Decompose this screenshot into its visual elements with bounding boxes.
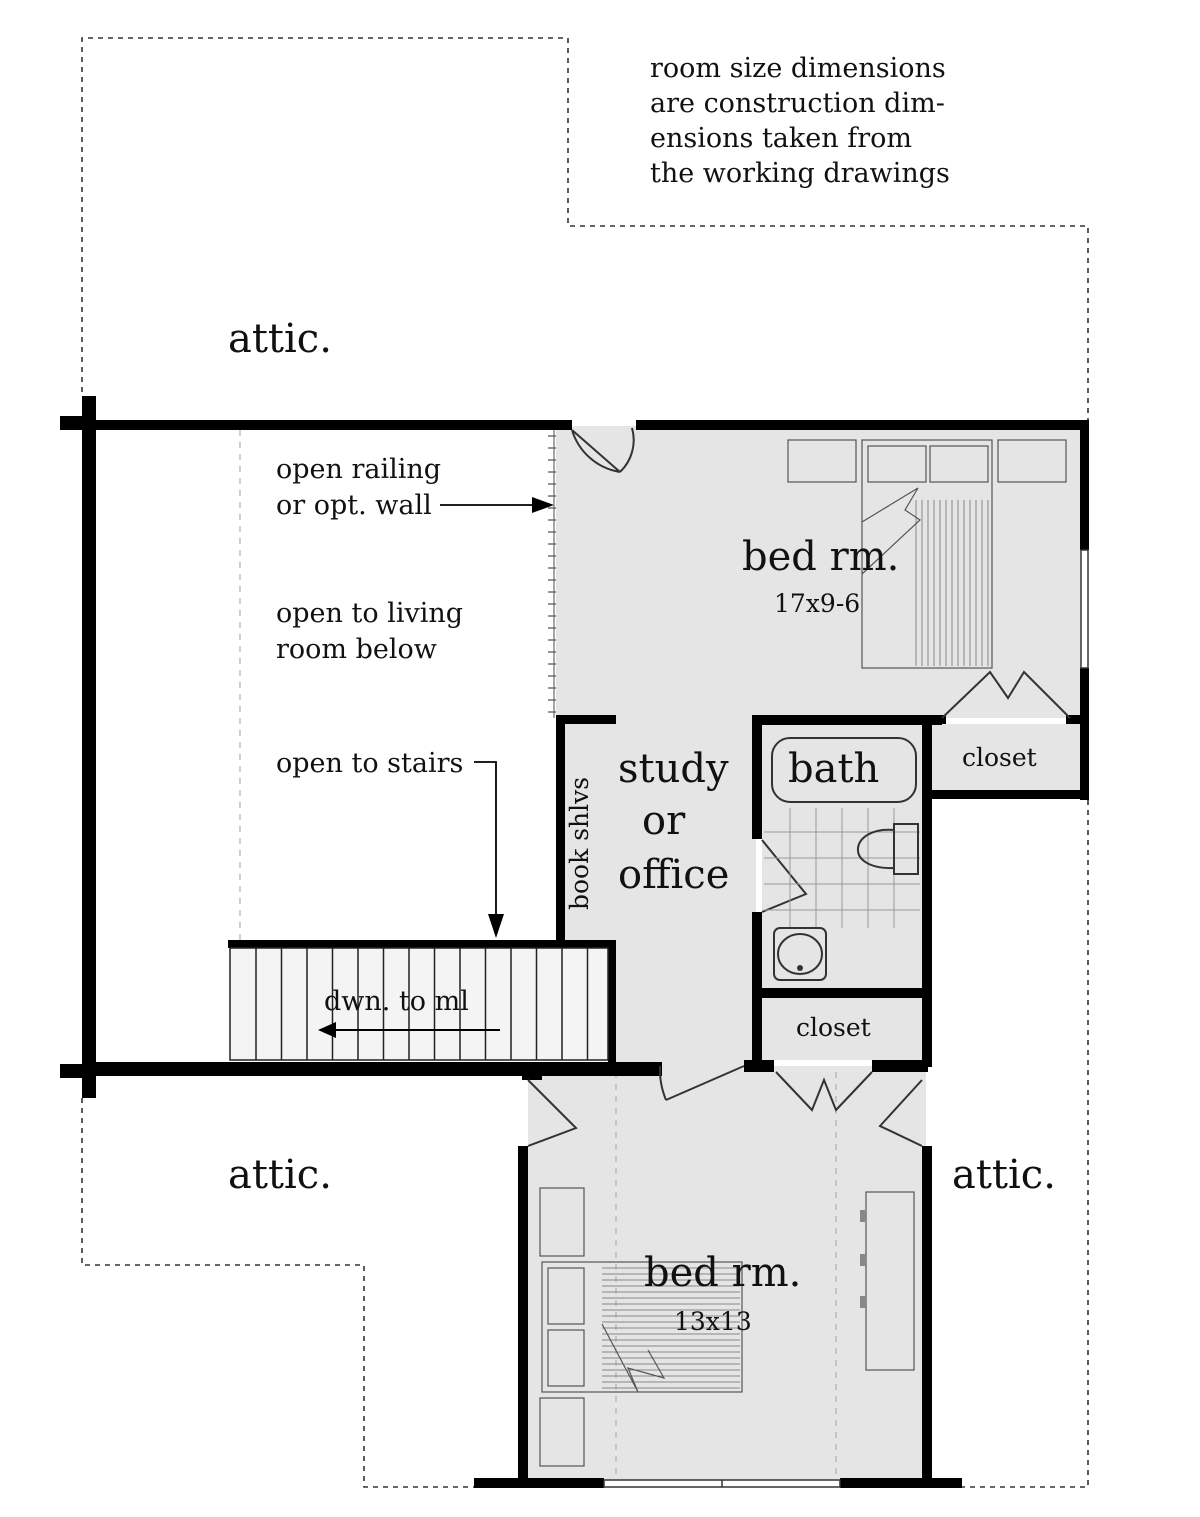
railing-label-line-1: open railing <box>276 454 441 485</box>
study-label-line-3: office <box>618 852 729 898</box>
note-line-2: are construction dim- <box>650 88 945 119</box>
attic-label-bottom-left: attic. <box>228 1152 332 1198</box>
railing <box>548 430 556 718</box>
doors <box>527 427 1071 1147</box>
bed-room-2-furniture <box>539 1187 915 1467</box>
note-block: room size dimensions are construction di… <box>650 53 950 189</box>
closet-bed-room-1-label: closet <box>962 743 1037 772</box>
bath-label: bath <box>788 746 879 792</box>
floor-fills <box>528 426 1082 1480</box>
bed-room-1-furniture <box>787 439 1067 669</box>
railing-label-line-2: or opt. wall <box>276 490 432 521</box>
guide-lines <box>239 430 837 1478</box>
note-line-1: room size dimensions <box>650 53 946 84</box>
study-label-line-1: study <box>618 746 729 792</box>
bed-room-1-size: 17x9-6 <box>774 589 860 618</box>
open-living-label-line-2: room below <box>276 634 437 665</box>
stairs-down-label: dwn. to ml <box>324 986 469 1017</box>
bed-room-1-name: bed rm. <box>742 534 899 580</box>
attic-label-top: attic. <box>228 316 332 362</box>
closet-hall-label: closet <box>796 1013 871 1042</box>
bed-room-2-name: bed rm. <box>644 1250 801 1296</box>
open-living-label-line-1: open to living <box>276 598 463 629</box>
book-shelves-label: book shlvs <box>565 777 594 910</box>
bath-fixtures <box>764 737 920 981</box>
open-stairs-label: open to stairs <box>276 748 463 779</box>
stairs <box>229 947 609 1061</box>
bed-room-2-size: 13x13 <box>674 1307 752 1336</box>
walls <box>60 396 1089 1488</box>
study-label-line-2: or <box>642 798 686 844</box>
note-line-4: the working drawings <box>650 158 950 189</box>
attic-outline <box>81 37 1089 1488</box>
attic-label-bottom-right: attic. <box>952 1152 1056 1198</box>
note-line-3: ensions taken from <box>650 123 912 154</box>
annotation-arrows <box>440 497 554 938</box>
